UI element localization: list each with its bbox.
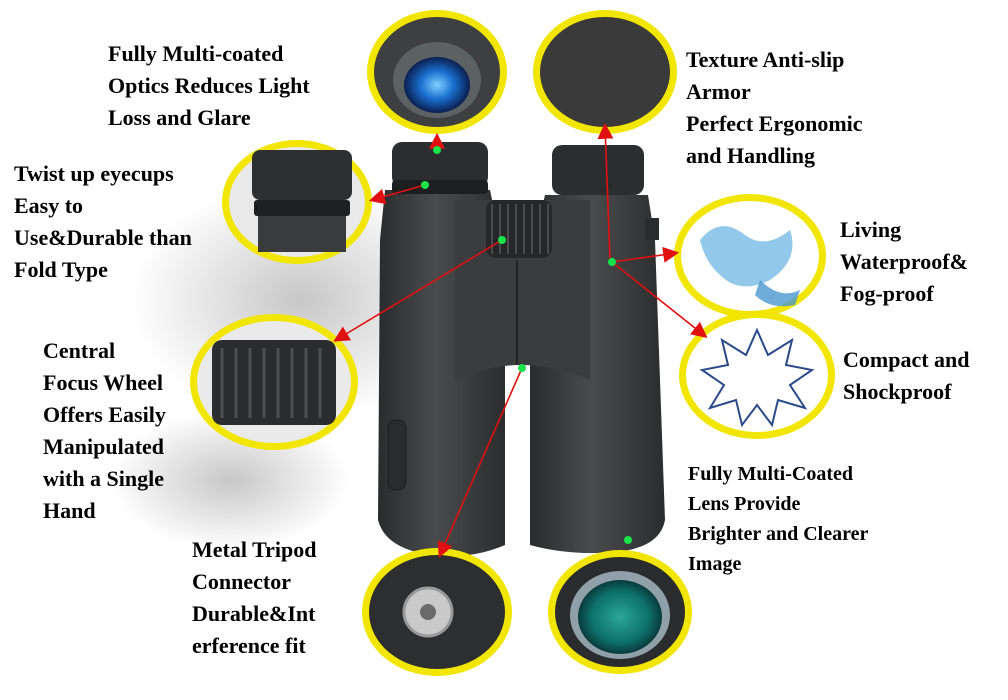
inset-focus-wheel (190, 314, 358, 450)
feature-label-shockproof: Compact and Shockproof (843, 344, 970, 408)
label-line: Central (43, 338, 116, 363)
label-line: Shockproof (843, 379, 952, 404)
feature-label-focus: Central Focus Wheel Offers Easily Manipu… (43, 335, 166, 527)
label-line: Fold Type (14, 257, 108, 282)
label-line: Fully Multi-Coated (688, 463, 853, 485)
feature-label-eyecups: Twist up eyecups Easy to Use&Durable tha… (14, 158, 192, 286)
feature-markers (421, 146, 632, 544)
feature-label-waterproof: Living Waterproof& Fog-proof (840, 214, 968, 310)
label-line: Offers Easily (43, 402, 166, 427)
label-line: Durable&Int (192, 601, 316, 626)
label-line: Image (688, 553, 742, 575)
inset-eyecups (222, 140, 372, 264)
label-line: Loss and Glare (108, 105, 251, 130)
label-line: and Handling (686, 143, 816, 168)
label-line: with a Single (43, 466, 165, 491)
label-line: Perfect Ergonomic (686, 111, 863, 136)
label-line: Metal Tripod (192, 537, 317, 562)
binoculars-image (378, 142, 665, 557)
label-line: Fully Multi-coated (108, 41, 284, 66)
label-line: Texture Anti-slip (686, 47, 845, 72)
label-line: Hand (43, 498, 96, 523)
callout-arrows (333, 122, 708, 558)
label-line: erference fit (192, 633, 306, 658)
feature-label-multicoated: Fully Multi-coated Optics Reduces Light … (108, 38, 310, 134)
feature-label-tripod: Metal Tripod Connector Durable&Int erfer… (192, 534, 316, 662)
inset-armor-texture (533, 10, 677, 134)
feature-label-lens: Fully Multi-Coated Lens Provide Brighter… (688, 459, 868, 579)
label-line: Compact and (843, 347, 970, 372)
label-line: Connector (192, 569, 291, 594)
inset-lens (548, 550, 692, 674)
label-line: Twist up eyecups (14, 161, 174, 186)
label-line: Waterproof& (840, 249, 968, 274)
label-line: Manipulated (43, 434, 165, 459)
label-line: Optics Reduces Light (108, 73, 310, 98)
label-line: Lens Provide (688, 493, 801, 515)
inset-shockproof (679, 311, 835, 439)
label-line: Fog-proof (840, 281, 934, 306)
label-line: Brighter and Clearer (688, 523, 869, 545)
label-line: Armor (686, 79, 751, 104)
label-line: Easy to (14, 193, 84, 218)
label-line: Living (840, 217, 902, 242)
inset-optics (367, 10, 507, 134)
inset-waterproof (674, 194, 826, 318)
inset-tripod-connector (362, 548, 512, 676)
feature-label-armor: Texture Anti-slip Armor Perfect Ergonomi… (686, 44, 863, 172)
label-line: Focus Wheel (43, 370, 163, 395)
label-line: Use&Durable than (14, 225, 192, 250)
